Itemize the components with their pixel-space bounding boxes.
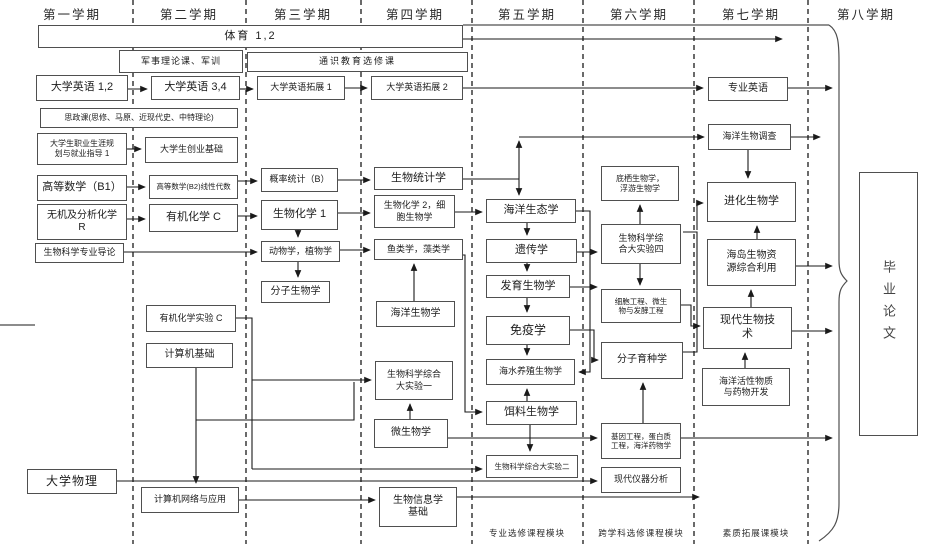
plain-connectors xyxy=(0,178,698,469)
course-box-molecular-breeding: 分子育种学 xyxy=(601,342,683,379)
semester-header-4: 第四学期 xyxy=(385,8,445,22)
course-box-benthos-plankton: 底栖生物学， 浮游生物学 xyxy=(601,166,679,201)
semester-header-3: 第三学期 xyxy=(273,8,333,22)
course-box-probability-b: 概率统计（B） xyxy=(261,168,338,192)
thesis-brace xyxy=(463,24,848,542)
course-box-ideology-politics: 思政课(思修、马原、近现代史、中特理论) xyxy=(40,108,238,128)
course-box-molecular-biology: 分子生物学 xyxy=(261,281,330,303)
course-box-modern-biotechnology: 现代生物技 术 xyxy=(703,307,792,349)
course-box-pe: 体育 1,2 xyxy=(38,25,463,48)
course-box-modern-instrument-analysis: 现代仪器分析 xyxy=(601,467,681,493)
course-box-mariculture-biology: 海水养殖生物学 xyxy=(486,359,575,385)
course-box-computer-basics: 计算机基础 xyxy=(146,343,233,368)
course-box-advanced-math-b2: 高等数学(B2)线性代数 xyxy=(149,175,238,199)
course-box-advanced-math-b1: 高等数学（B1） xyxy=(37,175,127,201)
course-box-inorganic-analytical-chem: 无机及分析化学 R xyxy=(37,204,127,240)
course-box-island-bio-resources: 海岛生物资 源综合利用 xyxy=(707,239,796,286)
course-box-marine-ecology: 海洋生态学 xyxy=(486,199,576,223)
course-box-computer-network: 计算机网络与应用 xyxy=(141,487,239,513)
course-box-military-training: 军事理论课、军训 xyxy=(119,50,243,73)
course-box-college-english-12: 大学英语 1,2 xyxy=(36,75,128,101)
course-box-biostatistics: 生物统计学 xyxy=(374,167,463,190)
course-box-microbiology: 微生物学 xyxy=(374,419,448,448)
course-box-english-extension-1: 大学英语拓展 1 xyxy=(257,76,345,100)
semester-header-6: 第六学期 xyxy=(609,8,669,22)
course-box-feed-biology: 饵料生物学 xyxy=(486,401,577,425)
course-box-college-physics: 大学物理 xyxy=(27,469,117,494)
course-box-bioinformatics-basics: 生物信息学 基础 xyxy=(379,487,457,527)
semester-header-7: 第七学期 xyxy=(721,8,781,22)
course-box-developmental-biology: 发育生物学 xyxy=(486,275,570,298)
semester-header-1: 第一学期 xyxy=(42,8,102,22)
course-box-entrepreneurship-basics: 大学生创业基础 xyxy=(145,137,238,163)
course-box-marine-bio-survey: 海洋生物调查 xyxy=(708,124,791,150)
module-label-professional-electives: 专业选修课程模块 xyxy=(488,528,566,538)
course-box-immunology: 免疫学 xyxy=(486,316,570,345)
course-box-evolutionary-biology: 进化生物学 xyxy=(707,182,796,222)
course-box-comprehensive-lab-2: 生物科学综合大实验二 xyxy=(486,455,578,478)
course-box-bioscience-intro: 生物科学专业导论 xyxy=(35,243,124,263)
course-box-ichthyology-phycology: 鱼类学，藻类学 xyxy=(374,239,463,260)
course-box-english-extension-2: 大学英语拓展 2 xyxy=(371,76,463,100)
course-box-biochem2-cell-bio: 生物化学 2，细 胞生物学 xyxy=(374,195,455,228)
course-box-biochem-1: 生物化学 1 xyxy=(261,200,338,230)
semester-header-2: 第二学期 xyxy=(159,8,219,22)
thesis-box: 毕业论文 xyxy=(859,172,918,436)
course-box-comprehensive-lab-1: 生物科学综合 大实验一 xyxy=(375,361,453,400)
semester-header-8: 第八学期 xyxy=(836,8,896,22)
course-box-marine-actives-drugs: 海洋活性物质 与药物开发 xyxy=(702,368,790,406)
course-box-organic-chem-lab-c: 有机化学实验 C xyxy=(146,305,236,332)
module-label-interdisciplinary-electives: 跨学科选修课程模块 xyxy=(598,528,684,538)
course-box-marine-biology: 海洋生物学 xyxy=(376,301,455,327)
arrow-connectors xyxy=(117,35,833,504)
semester-header-5: 第五学期 xyxy=(497,8,557,22)
course-box-zoology-botany: 动物学，植物学 xyxy=(261,241,340,262)
module-label-quality-development: 素质拓展课模块 xyxy=(722,528,790,538)
course-box-organic-chem-c: 有机化学 C xyxy=(149,204,238,232)
course-box-professional-english: 专业英语 xyxy=(708,77,788,101)
course-box-comprehensive-lab-4: 生物科学综 合大实验四 xyxy=(601,224,681,264)
course-box-genetics: 遗传学 xyxy=(486,239,577,263)
course-box-gene-protein-marine-pharm: 基因工程，蛋白质 工程，海洋药物学 xyxy=(601,423,681,459)
course-box-college-english-34: 大学英语 3,4 xyxy=(151,76,240,100)
course-box-general-elective: 通识教育选修课 xyxy=(247,52,468,72)
course-box-cell-fermentation-eng: 细胞工程、微生 物与发酵工程 xyxy=(601,289,681,323)
course-box-career-planning: 大学生职业生涯规 划与就业指导 1 xyxy=(37,133,127,165)
